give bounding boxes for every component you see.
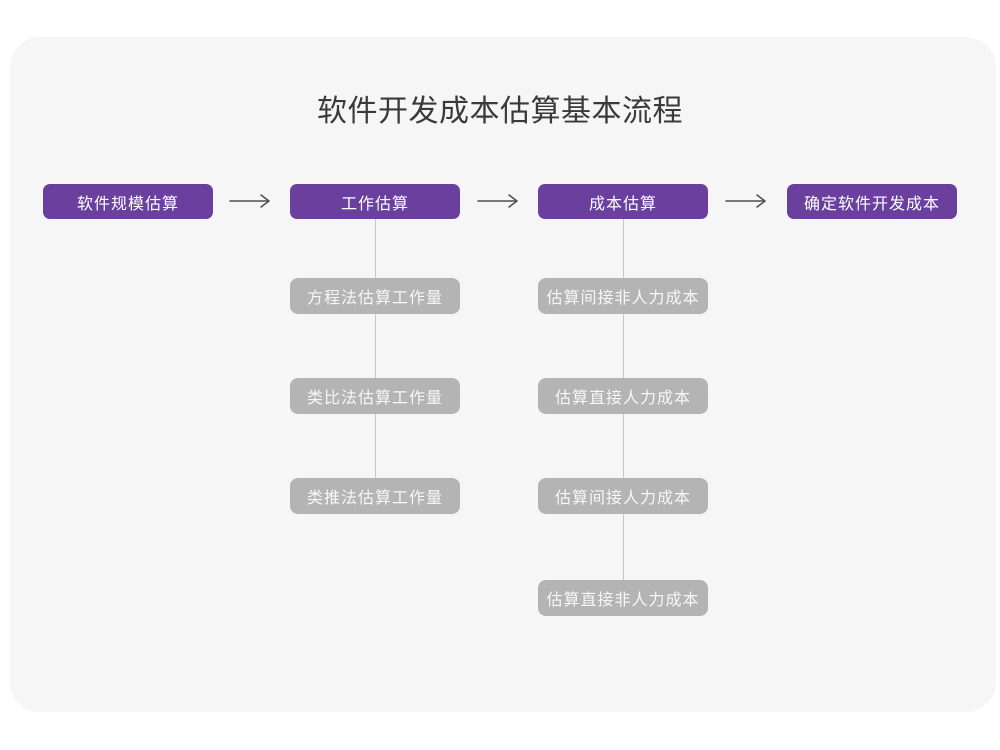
flow-step-cost-estimation: 成本估算 (538, 184, 708, 219)
subnode-extrapolation-method: 类推法估算工作量 (290, 478, 460, 514)
subnode-indirect-labor-cost: 估算间接人力成本 (538, 478, 708, 514)
arrow-right-icon (724, 193, 770, 209)
subnode-label: 估算间接人力成本 (554, 490, 691, 507)
subnode-label: 估算直接非人力成本 (546, 592, 700, 609)
flow-step-label: 工作估算 (340, 195, 409, 213)
diagram-title: 软件开发成本估算基本流程 (317, 95, 683, 128)
subnode-indirect-non-labor-cost: 估算间接非人力成本 (538, 278, 708, 314)
diagram-card (10, 37, 996, 712)
subnode-label: 估算直接人力成本 (554, 390, 691, 407)
subnode-analogy-method: 类比法估算工作量 (290, 378, 460, 414)
subnode-direct-labor-cost: 估算直接人力成本 (538, 378, 708, 414)
flow-step-scale-estimation: 软件规模估算 (43, 184, 213, 219)
arrow-right-icon (477, 194, 518, 208)
arrow-right-icon (229, 194, 270, 208)
connector-line-effort-column (375, 219, 376, 496)
subnode-equation-method: 方程法估算工作量 (290, 278, 460, 314)
arrow-right-icon (476, 193, 522, 209)
flow-step-label: 确定软件开发成本 (803, 195, 940, 213)
subnode-label: 类推法估算工作量 (306, 490, 443, 507)
subnode-label: 估算间接非人力成本 (546, 290, 700, 307)
flow-step-final-development-cost: 确定软件开发成本 (787, 184, 957, 219)
arrow-right-icon (228, 193, 274, 209)
subnode-label: 方程法估算工作量 (306, 290, 443, 307)
subnode-direct-non-labor-cost: 估算直接非人力成本 (538, 580, 708, 616)
arrow-right-icon (725, 194, 766, 208)
flow-step-label: 成本估算 (588, 195, 657, 213)
subnode-label: 类比法估算工作量 (306, 390, 443, 407)
flow-step-label: 软件规模估算 (76, 195, 179, 213)
flow-step-effort-estimation: 工作估算 (290, 184, 460, 219)
